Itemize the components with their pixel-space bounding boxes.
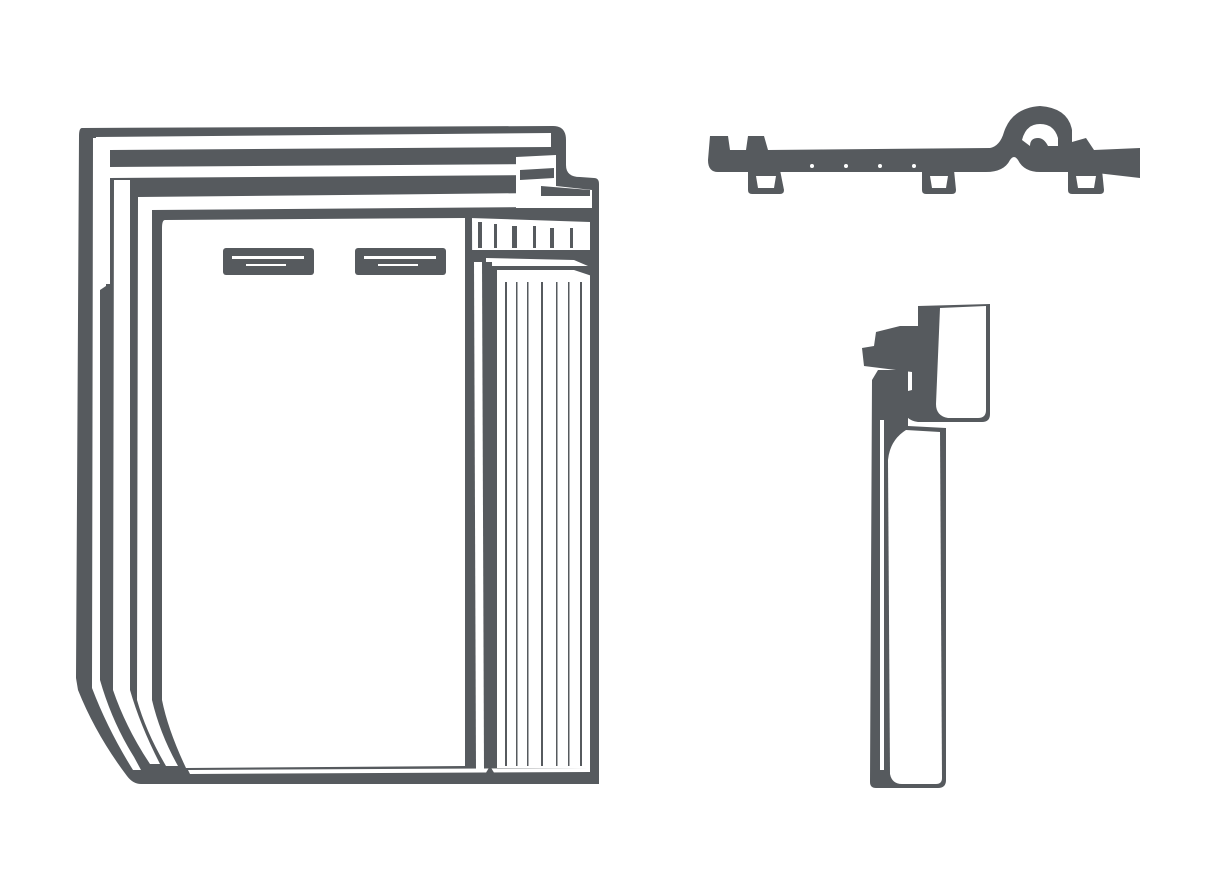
panel-divider [465, 218, 474, 770]
nib-right-highlight-2 [378, 264, 418, 266]
top-rim-groove [96, 133, 551, 284]
panel-divider-gap [474, 262, 484, 770]
nib-left-highlight-2 [246, 264, 286, 266]
main-panel [162, 218, 465, 768]
channel-ribs [505, 282, 582, 766]
cross-section-lugs [748, 170, 1104, 194]
nib-left [223, 248, 314, 275]
roof-tile-cross-section-icon [708, 106, 1140, 194]
side-channel-ticks [478, 222, 573, 248]
nib-right-highlight [364, 256, 436, 259]
side-profile-edge-line [880, 420, 884, 770]
bottom-notch [484, 766, 496, 776]
nib-right [355, 248, 446, 275]
roof-tile-side-profile-icon [862, 304, 990, 788]
nib-left-highlight [232, 256, 304, 259]
cross-section-body [708, 106, 1140, 178]
cross-section-dots [810, 164, 916, 168]
left-rim-band-inner [113, 180, 160, 764]
interlock-notch-shadow [520, 168, 554, 180]
cross-section-hook-inner [1022, 124, 1058, 146]
side-channel-lip-highlight [486, 258, 588, 266]
side-profile-face [888, 430, 942, 784]
roof-tile-plan-icon [76, 126, 599, 784]
side-channel-upper [470, 218, 590, 250]
panel-divider-second [482, 262, 496, 772]
side-profile-hook-face [936, 306, 986, 418]
side-channel-lower [497, 262, 590, 768]
interlock-notch-step [541, 186, 590, 196]
left-rim-band-outer [92, 138, 141, 770]
